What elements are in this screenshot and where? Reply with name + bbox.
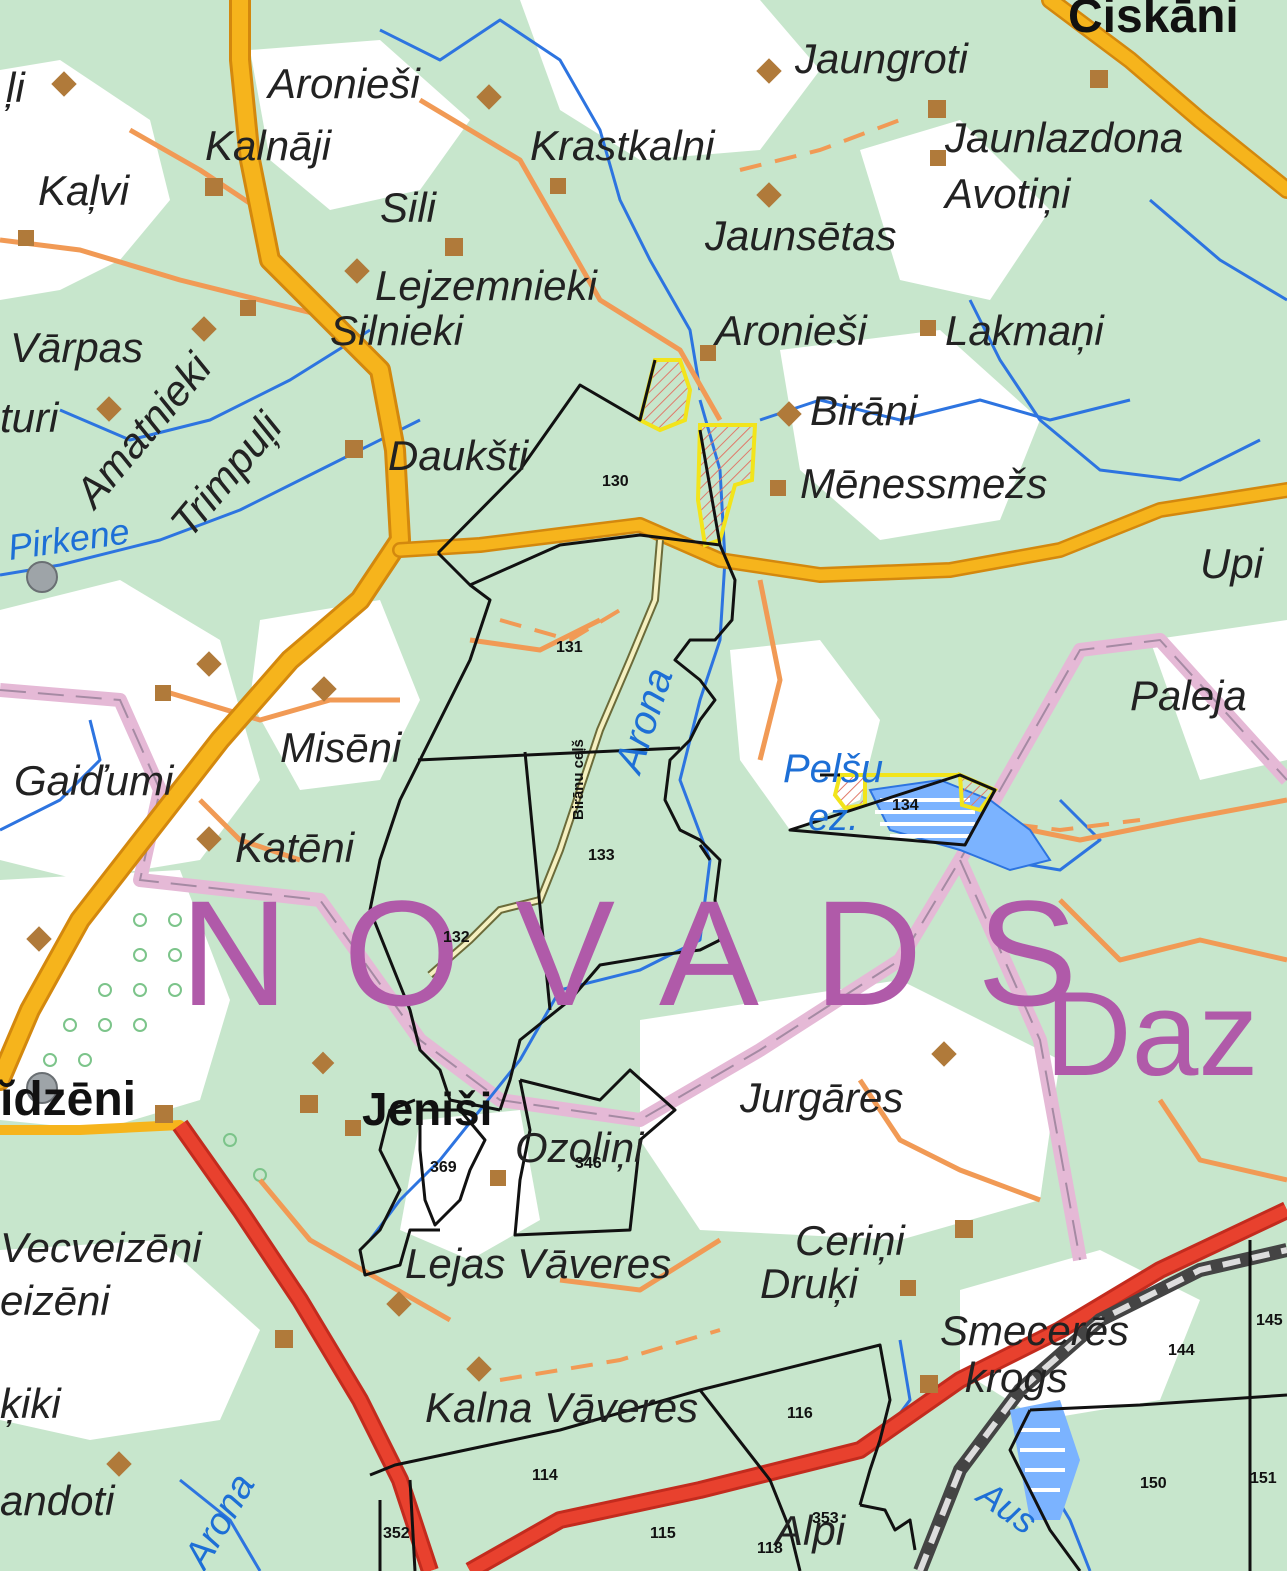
- parcel-labels: 130 131 132 133 134 369 346 116 114 115 …: [383, 473, 1283, 1557]
- place-label: Krastkalni: [530, 122, 716, 169]
- place-label: Druķi: [760, 1260, 860, 1308]
- place-label: Silnieki: [330, 307, 465, 354]
- minor-roads: [0, 97, 1287, 1323]
- place-label: Gaiďumi: [14, 757, 175, 804]
- parcel-number: 144: [1168, 1342, 1195, 1359]
- place-label: turi: [0, 394, 60, 441]
- road-label: Birānu ceļš: [570, 739, 587, 820]
- place-label: Lakmaņi: [945, 307, 1105, 355]
- place-label: Kalnāji: [205, 122, 333, 169]
- place-label: Aronieši: [265, 60, 421, 107]
- place-labels: Aronieši Kalnāji Kaļvi ļi Krastkalni Jau…: [0, 35, 1265, 1554]
- highway: [172, 1119, 1287, 1571]
- place-label: Jaunlazdona: [944, 114, 1183, 161]
- parcel-number: 132: [443, 929, 470, 946]
- parcel-number: 115: [650, 1525, 676, 1542]
- place-label: andoti: [0, 1477, 116, 1524]
- place-label: Vārpas: [10, 324, 143, 371]
- place-label: Vecveizēni: [0, 1224, 203, 1271]
- parcel-number: 369: [430, 1159, 457, 1176]
- parcel-number: 130: [602, 473, 629, 490]
- place-label: Upi: [1200, 540, 1265, 587]
- place-label: ļi: [4, 64, 26, 112]
- parcel-number: 145: [1256, 1312, 1283, 1329]
- place-label: Birāni: [810, 387, 919, 434]
- place-label: Mēnessmežs: [800, 460, 1047, 507]
- place-label: Kaļvi: [38, 167, 131, 215]
- place-label: krogs: [965, 1354, 1068, 1401]
- place-label: Alpi: [772, 1507, 847, 1554]
- place-label: Ozoliņi: [515, 1124, 645, 1172]
- water-label: ez.: [808, 797, 859, 839]
- water-label: Pelšu: [783, 747, 883, 791]
- place-label: Ceriņi: [795, 1217, 906, 1265]
- parcel-number: 114: [532, 1467, 558, 1484]
- place-label: Aronieši: [712, 307, 868, 354]
- top-place-label: Ciskāni: [1068, 0, 1239, 43]
- parcel-number: 150: [1140, 1475, 1167, 1492]
- parcel-number: 133: [588, 847, 615, 864]
- wetland-bottom: [1010, 1400, 1080, 1520]
- region-label-2: Daz: [1045, 967, 1258, 1101]
- protected-zones: [637, 358, 999, 813]
- parcel-number: 134: [892, 797, 919, 814]
- place-label: Sili: [380, 184, 438, 231]
- parcel-number: 131: [556, 639, 583, 656]
- lake-pelsu: [868, 778, 1052, 872]
- parcel-number: 352: [383, 1525, 410, 1542]
- place-label: Kalna Vāveres: [425, 1384, 698, 1431]
- parcel-number: 116: [787, 1405, 813, 1422]
- parcel-number: 346: [575, 1155, 602, 1172]
- place-label: Misēni: [280, 724, 403, 771]
- place-label: ĭdzēni: [0, 1073, 136, 1126]
- place-label: Katēni: [235, 824, 356, 871]
- place-label: ķiki: [0, 1380, 62, 1428]
- major-roads: [0, 0, 1287, 1135]
- place-label: eizēni: [0, 1277, 111, 1324]
- benchmark-markers: [26, 561, 58, 1104]
- farmstead-markers: [18, 58, 1108, 1477]
- place-label: Daukšti: [388, 432, 530, 479]
- place-label: Lejas Vāveres: [405, 1240, 671, 1287]
- place-label: Jeniši: [362, 1083, 492, 1135]
- place-label: Jaungroti: [794, 35, 969, 82]
- grove-pattern: [43, 913, 267, 1182]
- place-label: Avotiņi: [942, 170, 1072, 218]
- railway: [913, 1243, 1287, 1571]
- parcel-boundaries: [358, 359, 1287, 1571]
- dashed-paths: [499, 118, 1141, 1382]
- region-label: NOVADS: [180, 869, 1132, 1037]
- place-label: Jaunsētas: [704, 212, 896, 259]
- place-label: Smecerēs: [940, 1307, 1129, 1354]
- parcel-number: 353: [812, 1510, 839, 1527]
- place-label: Paleja: [1130, 672, 1247, 719]
- place-label: Jurgāres: [739, 1074, 903, 1121]
- parcel-number: 151: [1250, 1470, 1277, 1487]
- parcel-number: 118: [757, 1540, 783, 1557]
- biranu-road: [427, 539, 664, 979]
- place-label: Lejzemnieki: [375, 262, 598, 309]
